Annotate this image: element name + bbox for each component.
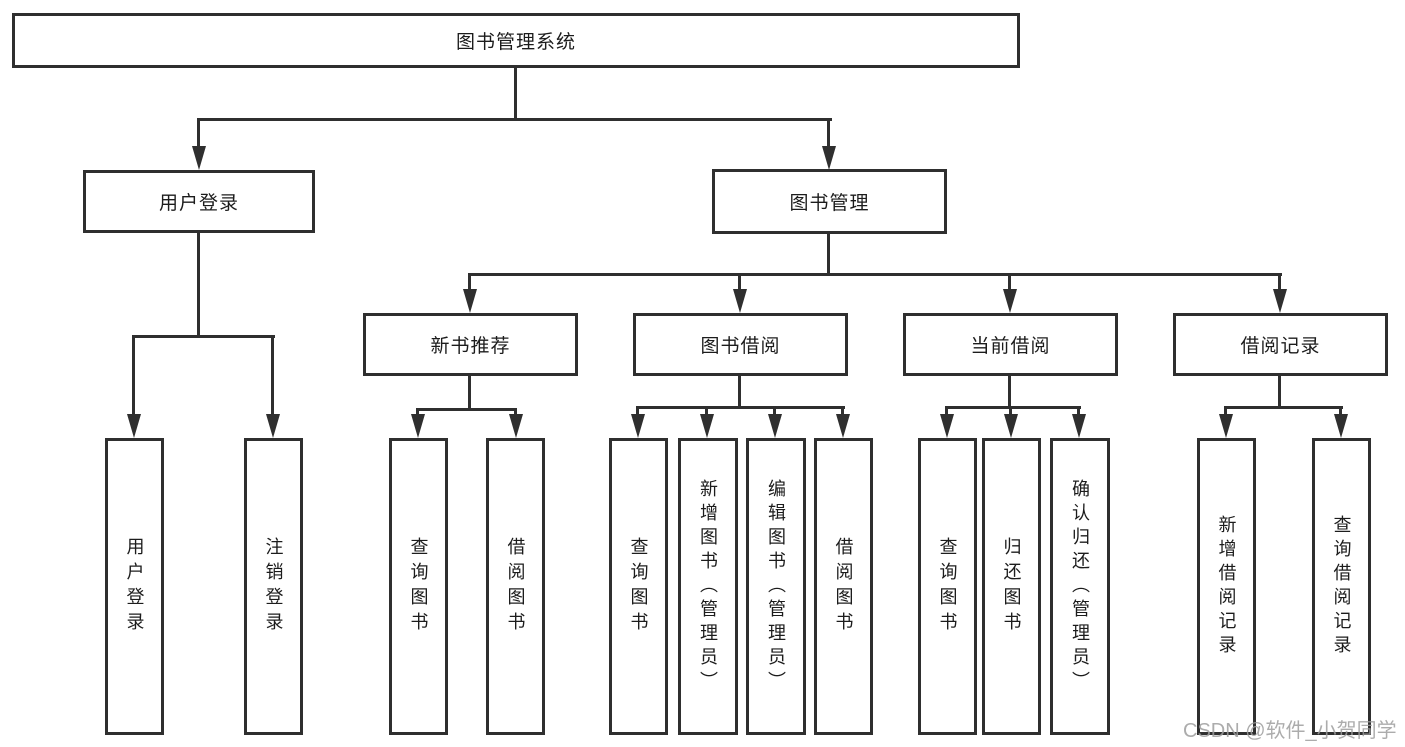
arrowhead-icon [463,289,477,313]
connector-drop [468,273,471,295]
leaf-query-books-borrow-label: 查询图书 [628,536,649,637]
leaf-add-books-admin: 新增图书（管理员） [678,438,738,735]
connector-branch [198,118,832,121]
arrowhead-icon [700,414,714,438]
node-new-book-recommend-label: 新书推荐 [430,336,511,357]
leaf-query-borrow-record: 查询借阅记录 [1312,438,1371,735]
leaf-logout: 注销登录 [244,438,303,735]
node-new-book-recommend: 新书推荐 [363,313,578,376]
leaf-user-login: 用户登录 [105,438,164,735]
arrowhead-icon [1072,414,1086,438]
connector-stem [197,233,200,337]
connector-drop [1339,406,1342,420]
connector-branch [416,408,517,411]
leaf-query-books-recommend-label: 查询图书 [408,536,429,637]
connector-branch [945,406,1081,409]
node-current-borrow-label: 当前借阅 [970,336,1051,357]
arrowhead-icon [631,414,645,438]
connector-stem [1278,376,1281,408]
node-book-borrow-label: 图书借阅 [700,336,781,357]
leaf-add-borrow-record-label: 新增借阅记录 [1216,514,1237,659]
connector-stem [468,376,471,410]
connector-drop [1077,406,1080,420]
leaf-edit-books-admin: 编辑图书（管理员） [746,438,806,735]
connector-drop [1009,406,1012,420]
leaf-borrow-books: 借阅图书 [814,438,873,735]
leaf-borrow-books-recommend: 借阅图书 [486,438,545,735]
connector-drop [636,406,639,420]
leaf-user-login-label: 用户登录 [124,536,145,637]
arrowhead-icon [1334,414,1348,438]
leaf-borrow-books-label: 借阅图书 [833,536,854,637]
arrowhead-icon [836,414,850,438]
leaf-query-books-current-label: 查询图书 [937,536,958,637]
connector-stem [827,234,830,275]
connector-branch [468,273,1282,276]
arrowhead-icon [127,414,141,438]
connector-branch [1224,406,1343,409]
leaf-query-books-current: 查询图书 [918,438,977,735]
connector-branch [132,335,275,338]
connector-drop [841,406,844,420]
connector-drop [705,406,708,420]
connector-drop [1224,406,1227,420]
csdn-watermark: CSDN @软件_小贺同学 [1183,720,1397,742]
arrowhead-icon [411,414,425,438]
node-book-management-label: 图书管理 [789,193,870,214]
connector-drop [1008,273,1011,295]
arrowhead-icon [733,289,747,313]
node-borrow-records: 借阅记录 [1173,313,1388,376]
leaf-query-books-borrow: 查询图书 [609,438,668,735]
leaf-confirm-return-admin: 确认归还（管理员） [1050,438,1110,735]
leaf-borrow-books-recommend-label: 借阅图书 [505,536,526,637]
arrowhead-icon [509,414,523,438]
arrowhead-icon [1219,414,1233,438]
connector-drop [271,335,274,419]
node-borrow-records-label: 借阅记录 [1240,336,1321,357]
arrowhead-icon [1004,414,1018,438]
connector-drop [738,273,741,295]
arrowhead-icon [266,414,280,438]
leaf-add-books-admin-label: 新增图书（管理员） [698,478,718,695]
leaf-return-books: 归还图书 [982,438,1041,735]
connector-drop [1278,273,1281,295]
leaf-query-books-recommend: 查询图书 [389,438,448,735]
root-node-label: 图书管理系统 [455,32,576,53]
leaf-confirm-return-admin-label: 确认归还（管理员） [1070,478,1090,695]
connector-stem [738,376,741,408]
connector-stem [514,68,517,120]
connector-drop [827,118,830,150]
leaf-add-borrow-record: 新增借阅记录 [1197,438,1256,735]
node-user-login: 用户登录 [83,170,315,233]
arrowhead-icon [822,146,836,170]
leaf-edit-books-admin-label: 编辑图书（管理员） [766,478,786,695]
node-user-login-label: 用户登录 [158,193,239,214]
arrowhead-icon [1003,289,1017,313]
connector-stem [1008,376,1011,408]
arrowhead-icon [940,414,954,438]
arrowhead-icon [768,414,782,438]
node-current-borrow: 当前借阅 [903,313,1118,376]
connector-drop [773,406,776,420]
leaf-query-borrow-record-label: 查询借阅记录 [1331,514,1352,659]
arrowhead-icon [1273,289,1287,313]
leaf-logout-label: 注销登录 [263,536,284,637]
root-node: 图书管理系统 [12,13,1020,68]
arrowhead-icon [192,146,206,170]
connector-drop [132,335,135,419]
node-book-management: 图书管理 [712,169,947,234]
leaf-return-books-label: 归还图书 [1001,536,1022,637]
connector-drop [945,406,948,420]
connector-branch [636,406,845,409]
connector-drop [197,118,200,150]
node-book-borrow: 图书借阅 [633,313,848,376]
